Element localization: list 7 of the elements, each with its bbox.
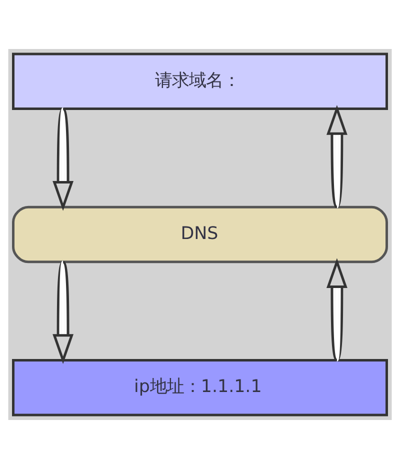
arrow (326, 104, 348, 208)
node-box: DNS (12, 205, 388, 263)
node-box: ip地址：1.1.1.1 (12, 358, 388, 416)
arrow (52, 107, 74, 210)
arrow (326, 258, 348, 361)
arrow (52, 260, 74, 364)
node-box: 请求域名： (12, 52, 388, 110)
